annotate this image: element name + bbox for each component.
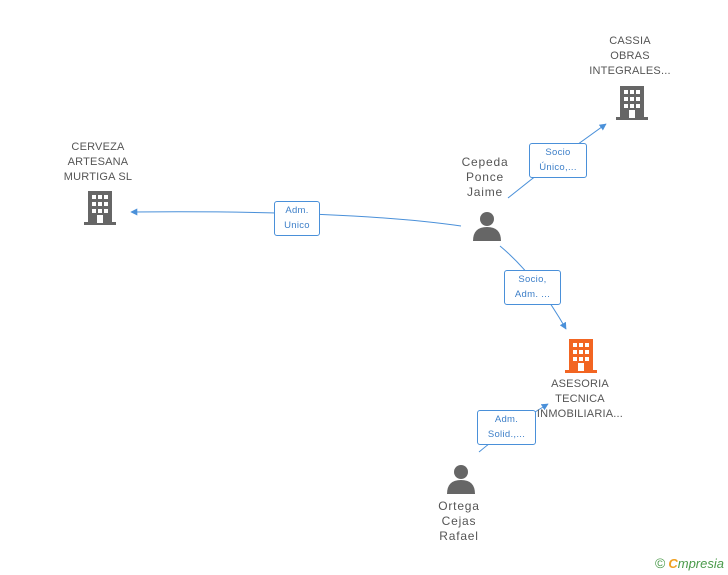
- building-icon[interactable]: [565, 339, 597, 373]
- copyright-icon: ©: [655, 555, 666, 571]
- node-label-asesoria[interactable]: ASESORIA TECNICA INMOBILIARIA...: [536, 378, 624, 420]
- node-label-ortega[interactable]: Ortega Cejas Rafael: [438, 499, 480, 543]
- person-icon[interactable]: [472, 211, 502, 241]
- edge-label-cepeda-asesoria[interactable]: Socio, Adm. ...: [504, 270, 561, 305]
- brand-name: mpresia: [677, 556, 724, 571]
- building-icon[interactable]: [84, 191, 116, 225]
- edge-label-cepeda-cerveza[interactable]: Adm. Unico: [274, 201, 320, 236]
- node-label-cerveza[interactable]: CERVEZA ARTESANA MURTIGA SL: [63, 141, 133, 183]
- building-icon[interactable]: [616, 86, 648, 120]
- brand-initial: C: [668, 556, 678, 571]
- edge-cepeda-cerveza: [130, 208, 462, 227]
- node-label-cepeda[interactable]: Cepeda Ponce Jaime: [461, 155, 509, 199]
- person-icon[interactable]: [446, 464, 476, 494]
- edge-label-ortega-asesoria[interactable]: Adm. Solid.,...: [477, 410, 536, 445]
- empresia-logo: ©Cmpresia: [655, 555, 724, 571]
- edge-label-cepeda-cassia[interactable]: Socio Único,...: [529, 143, 587, 178]
- node-label-cassia[interactable]: CASSIA OBRAS INTEGRALES...: [589, 35, 671, 77]
